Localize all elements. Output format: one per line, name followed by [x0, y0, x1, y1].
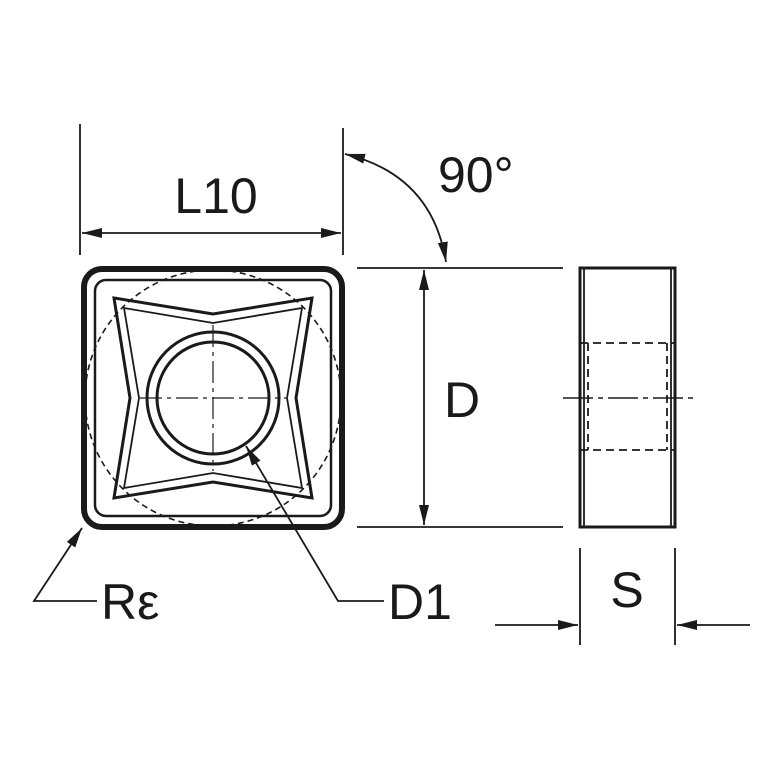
leader-hole-diameter: D1 — [245, 445, 452, 630]
top-view — [81, 266, 345, 530]
insert-outline — [81, 266, 345, 530]
leader-corner-radius: Rε — [32, 527, 159, 630]
label-angle: 90° — [438, 147, 514, 203]
insert-inner-edge — [93, 278, 333, 518]
chipbreaker-inner — [122, 306, 304, 490]
dimension-s: S — [495, 548, 750, 645]
label-hole-diameter: D1 — [388, 574, 452, 630]
label-thickness: S — [610, 562, 643, 618]
dimension-d: D — [357, 267, 563, 528]
side-view — [563, 266, 696, 529]
dimension-angle: 90° — [344, 147, 514, 263]
inscribed-circle — [84, 269, 342, 527]
label-d: D — [444, 372, 480, 428]
label-corner-radius: Rε — [101, 574, 159, 630]
chipbreaker-outline — [112, 296, 314, 500]
label-l10: L10 — [174, 168, 257, 224]
dimension-l10: L10 — [79, 124, 344, 255]
